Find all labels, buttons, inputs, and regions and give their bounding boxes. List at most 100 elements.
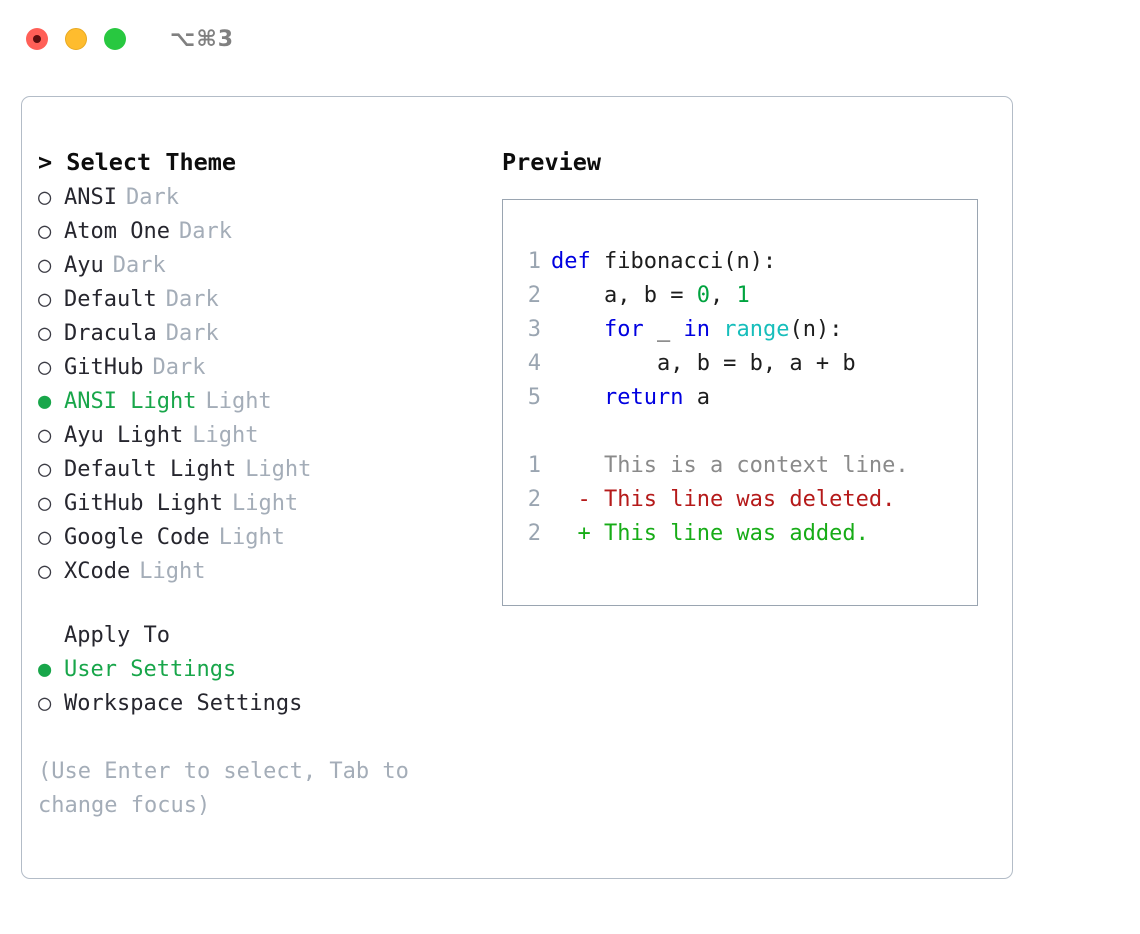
code-token-pl [551, 385, 604, 410]
theme-name-label: Dracula [64, 321, 157, 346]
code-line: 2 a, b = 0, 1 [517, 279, 909, 313]
apply-to-heading: Apply To [64, 623, 170, 648]
theme-name-label: Atom One [64, 219, 170, 244]
theme-kind-badge: Dark [165, 287, 219, 312]
radio-unselected-icon: ○ [38, 691, 52, 716]
code-token-bi: range [723, 317, 790, 342]
code-line: 4 a, b = b, a + b [517, 347, 909, 381]
theme-list-item[interactable]: ○ Default Dark [38, 283, 488, 317]
diff-line-number: 2 [527, 521, 541, 546]
theme-kind-badge: Light [245, 457, 312, 482]
code-line: 5 return a [517, 381, 909, 415]
title-bar: ⌥⌘3 [0, 0, 1140, 78]
code-token-pl: (n): [789, 317, 843, 342]
close-button-icon[interactable] [26, 28, 48, 50]
code-token-pl [551, 317, 604, 342]
theme-kind-badge: Light [205, 389, 272, 414]
theme-kind-badge: Light [139, 559, 206, 584]
spacer [38, 589, 488, 619]
code-token-pl: a, b = b, a + b [551, 351, 856, 376]
radio-unselected-icon: ○ [38, 355, 52, 380]
apply-to-list[interactable]: ● User Settings ○ Workspace Settings [38, 653, 488, 721]
radio-unselected-icon: ○ [38, 525, 52, 550]
theme-name-label: ANSI Light [64, 389, 197, 414]
theme-kind-badge: Dark [165, 321, 219, 346]
theme-name-label: XCode [64, 559, 131, 584]
code-line-number: 2 [527, 283, 541, 308]
maximize-button-icon[interactable] [104, 28, 126, 50]
radio-unselected-icon: ○ [38, 491, 52, 516]
theme-list-item[interactable]: ○ GitHub Dark [38, 351, 488, 385]
diff-line-number: 1 [527, 453, 541, 478]
theme-kind-badge: Light [192, 423, 259, 448]
code-diff-separator [517, 415, 909, 449]
code-token-pl: _ [643, 317, 684, 342]
code-line-text: for _ in range(n): [551, 313, 842, 347]
keyboard-shortcut-label: ⌥⌘3 [170, 26, 235, 52]
diff-line: 1 This is a context line. [517, 449, 909, 483]
code-token-kw: for [603, 317, 644, 342]
minimize-button-icon[interactable] [65, 28, 87, 50]
theme-kind-badge: Dark [178, 219, 232, 244]
code-line-text: a, b = b, a + b [551, 347, 856, 381]
theme-name-label: GitHub [64, 355, 144, 380]
code-line-text: a, b = 0, 1 [551, 279, 750, 313]
radio-selected-icon: ● [38, 657, 52, 682]
keyboard-hint-text: (Use Enter to select, Tab to change focu… [38, 759, 409, 818]
radio-unselected-icon: ○ [38, 253, 52, 278]
radio-unselected-icon: ○ [38, 423, 52, 448]
apply-to-option[interactable]: ● User Settings [38, 653, 488, 687]
radio-selected-icon: ● [38, 389, 52, 414]
theme-kind-badge: Light [231, 491, 299, 516]
radio-unselected-icon: ○ [38, 287, 52, 312]
theme-list-item[interactable]: ● ANSI Light Light [38, 385, 488, 419]
theme-kind-badge: Dark [125, 185, 179, 210]
theme-list-item[interactable]: ○ Ayu Dark [38, 249, 488, 283]
theme-name-label: Default [64, 287, 157, 312]
close-dot-center-icon [33, 35, 41, 43]
code-token-num: 0 [696, 283, 710, 308]
theme-name-label: Default Light [64, 457, 237, 482]
apply-to-option-label: User Settings [64, 657, 237, 682]
preview-heading: Preview [502, 148, 602, 176]
theme-list-item[interactable]: ○ ANSI Dark [38, 181, 488, 215]
code-token-pl: a [683, 385, 710, 410]
code-line-text: return a [551, 381, 710, 415]
apply-to-option[interactable]: ○ Workspace Settings [38, 687, 488, 721]
code-line-text: def fibonacci(n): [551, 245, 776, 279]
theme-name-label: Ayu Light [64, 423, 184, 448]
radio-unselected-icon: ○ [38, 219, 52, 244]
theme-name-label: ANSI [64, 185, 117, 210]
theme-list-item[interactable]: ○ Ayu Light Light [38, 419, 488, 453]
diff-line: 2 + This line was added. [517, 517, 909, 551]
radio-unselected-icon: ○ [38, 321, 52, 346]
theme-kind-badge: Light [218, 525, 285, 550]
page-title: > Select Theme [38, 148, 237, 176]
theme-list-item[interactable]: ○ Dracula Dark [38, 317, 488, 351]
theme-name-label: Ayu [64, 253, 104, 278]
code-line-number: 5 [527, 385, 541, 410]
code-token-kw: return [603, 385, 684, 410]
theme-kind-badge: Dark [112, 253, 166, 278]
radio-unselected-icon: ○ [38, 185, 52, 210]
code-token-pl: , [709, 283, 737, 308]
theme-list-item[interactable]: ○ Atom One Dark [38, 215, 488, 249]
code-token-pl: a, b = [551, 283, 697, 308]
theme-kind-badge: Dark [152, 355, 206, 380]
diff-line-text-ctx: This is a context line. [551, 453, 909, 478]
diff-line-text-del: - This line was deleted. [551, 487, 896, 512]
code-line: 3 for _ in range(n): [517, 313, 909, 347]
apply-to-option-label: Workspace Settings [64, 691, 303, 716]
diff-line-number: 2 [527, 487, 541, 512]
code-line-number: 3 [527, 317, 541, 342]
